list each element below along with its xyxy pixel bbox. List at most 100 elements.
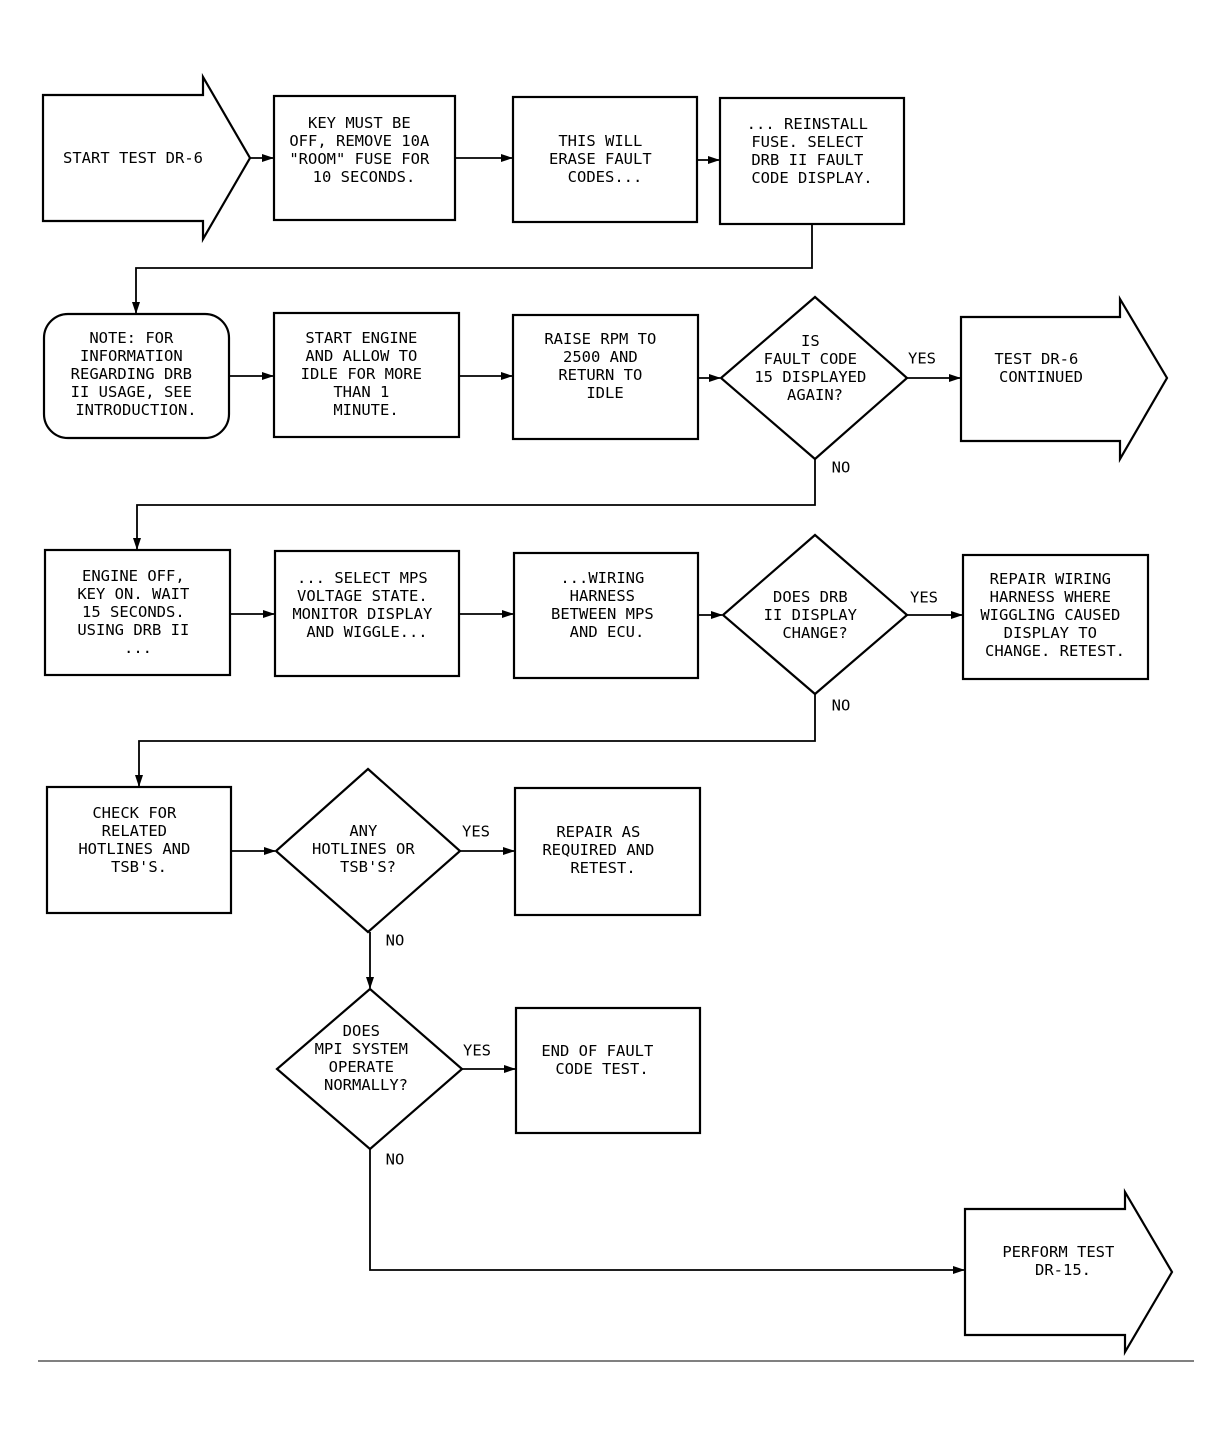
node-line: CODE DISPLAY.: [751, 169, 872, 187]
node-line: II DISPLAY: [764, 606, 858, 624]
node-line: RELATED: [102, 822, 167, 840]
node-line: PERFORM TEST: [1002, 1243, 1114, 1261]
node-line: CONTINUED: [999, 368, 1083, 386]
node-line: THIS WILL: [558, 132, 642, 150]
node-line: OFF, REMOVE 10A: [289, 132, 430, 150]
wiring-harness-box: ...WIRING HARNESS BETWEEN MPS AND ECU.: [512, 551, 700, 680]
svg-text:THIS WILL ERASE FAULT: THIS WILL ERASE FAULT CODES...: [549, 132, 661, 186]
node-line: TEST DR-6: [994, 350, 1078, 368]
node-line: ...WIRING: [560, 569, 644, 587]
node-line: USING DRB II: [77, 621, 189, 639]
svg-text:NOTE: FOR INFORMATION: NOTE: FOR INFORMATION REGARDING DRB II U…: [71, 329, 202, 419]
svg-text:TEST DR-6 CONTINUED: TEST DR-6 CONTINUED: [994, 350, 1087, 386]
svg-text:REPAIR WIRING HARNESS WH: REPAIR WIRING HARNESS WHERE WIGGLING CAU…: [980, 570, 1129, 660]
node-line: 10 SECONDS.: [313, 168, 416, 186]
node-line: NOTE: FOR: [89, 329, 174, 347]
svg-text:ANY HOTLINES OR TS: ANY HOTLINES OR TSB'S?: [312, 822, 424, 876]
hotlines-tsb-decision: ANY HOTLINES OR TSB'S?: [274, 767, 462, 934]
mpi-operate-normally-decision: DOES MPI SYSTEM OPERATE NORMALLY?: [275, 987, 464, 1151]
node-line: MPI SYSTEM: [315, 1040, 408, 1058]
node-line: NORMALLY?: [324, 1076, 408, 1094]
perform-test-dr15-node: PERFORM TEST DR-15.: [963, 1187, 1174, 1357]
yes-label: YES: [910, 589, 938, 607]
node-line: ENGINE OFF,: [82, 567, 185, 585]
arrow-reinstall-to-note: [132, 224, 813, 314]
svg-text:...WIRING HARNESS: ...WIRING HARNESS BETWEEN MPS AND ECU.: [551, 569, 663, 641]
node-line: HARNESS: [570, 587, 635, 605]
node-line: CODE TEST.: [555, 1060, 648, 1078]
node-line: HOTLINES OR: [312, 840, 415, 858]
yes-label: YES: [463, 1042, 491, 1060]
node-line: RAISE RPM TO: [544, 330, 656, 348]
svg-text:RAISE RPM TO 2500 AND: RAISE RPM TO 2500 AND RETURN TO IDLE: [544, 330, 665, 402]
erase-fault-codes-box: THIS WILL ERASE FAULT CODES...: [511, 95, 699, 224]
node-line: OPERATE: [329, 1058, 394, 1076]
node-line: HARNESS WHERE: [990, 588, 1111, 606]
no-label: NO: [832, 697, 851, 715]
node-line: INTRODUCTION.: [75, 401, 196, 419]
svg-text:DOES MPI SYSTEM OP: DOES MPI SYSTEM OPERATE NORMALLY?: [315, 1022, 418, 1094]
check-hotlines-box: CHECK FOR RELATED HOTLINES AND TSB'S.: [45, 785, 233, 915]
yes-label: YES: [462, 823, 490, 841]
node-line: TSB'S.: [111, 858, 167, 876]
node-line: IS: [801, 332, 820, 350]
node-line: "ROOM" FUSE FOR: [289, 150, 430, 168]
svg-text:PERFORM TEST DR-15.: PERFORM TEST DR-15.: [1002, 1243, 1123, 1279]
engine-off-key-on-box: ENGINE OFF, KEY ON. WAIT 15 SECONDS. USI…: [43, 548, 232, 677]
node-line: CHECK FOR: [92, 804, 177, 822]
fault-code-15-decision: IS FAULT CODE 15 DISPLAYED AGAIN?: [719, 295, 909, 461]
key-off-remove-fuse-box: KEY MUST BE OFF, REMOVE 10A "ROOM" FUSE …: [272, 94, 457, 222]
node-line: KEY ON. WAIT: [77, 585, 189, 603]
svg-text:CHECK FOR RELATED: CHECK FOR RELATED HOTLINES AND TSB'S.: [78, 804, 199, 876]
node-line: VOLTAGE STATE.: [297, 587, 428, 605]
raise-rpm-box: RAISE RPM TO 2500 AND RETURN TO IDLE: [511, 313, 700, 441]
node-line: AND ECU.: [570, 623, 645, 641]
no-label: NO: [386, 1151, 405, 1169]
node-line: END OF FAULT: [541, 1042, 653, 1060]
node-line: KEY MUST BE: [308, 114, 411, 132]
node-line: DR-15.: [1035, 1261, 1091, 1279]
svg-text:IS FAULT CODE 15 D: IS FAULT CODE 15 DISPLAYED AGAIN?: [754, 332, 875, 404]
arrow-fault15-no: [133, 459, 816, 550]
node-line: THAN 1: [333, 383, 389, 401]
node-line: 2500 AND: [563, 348, 638, 366]
svg-text:END OF FAULT CODE TEST.: END OF FAULT CODE TEST.: [541, 1042, 662, 1078]
node-line: MONITOR DISPLAY: [292, 605, 433, 623]
node-line: RETEST.: [570, 859, 635, 877]
svg-text:REPAIR AS REQUIRED AND: REPAIR AS REQUIRED AND RETEST.: [542, 823, 663, 877]
repair-as-required-box: REPAIR AS REQUIRED AND RETEST.: [513, 786, 702, 917]
svg-text:START TEST DR-6: START TEST DR-6: [63, 149, 203, 167]
node-line: AND ALLOW TO: [305, 347, 417, 365]
connectors: [132, 154, 965, 1274]
start-engine-box: START ENGINE AND ALLOW TO IDLE FOR MORE …: [272, 311, 461, 439]
node-line: AGAIN?: [787, 386, 843, 404]
note-drb-usage-box: NOTE: FOR INFORMATION REGARDING DRB II U…: [42, 312, 231, 440]
start-test-dr6-node: START TEST DR-6: [41, 72, 252, 244]
svg-text:KEY MUST BE OFF, REMOVE: KEY MUST BE OFF, REMOVE 10A "ROOM" FUSE …: [289, 114, 438, 186]
node-line: RETURN TO: [558, 366, 642, 384]
node-line: WIGGLING CAUSED: [980, 606, 1120, 624]
node-line: ...: [124, 639, 152, 657]
node-line: FUSE. SELECT: [751, 133, 863, 151]
node-line: MINUTE.: [333, 401, 398, 419]
node-line: DRB II FAULT: [751, 151, 863, 169]
svg-text:DOES DRB II DISPLAY: DOES DRB II DISPLAY CHANGE?: [764, 588, 867, 642]
node-line: CODES...: [568, 168, 643, 186]
node-line: TSB'S?: [340, 858, 396, 876]
svg-text:... SELECT MPS VOLTAGE S: ... SELECT MPS VOLTAGE STATE. MONITOR DI…: [292, 569, 441, 641]
arrow-drb-change-no: [135, 694, 816, 787]
node-line: BETWEEN MPS: [551, 605, 654, 623]
svg-text:START ENGINE AND ALLOW T: START ENGINE AND ALLOW TO IDLE FOR MORE …: [301, 329, 432, 419]
node-line: IDLE: [586, 384, 623, 402]
node-line: CHANGE?: [782, 624, 847, 642]
edge-labels: YES NO YES NO YES NO YES NO: [386, 350, 938, 1169]
node-line: CHANGE. RETEST.: [985, 642, 1125, 660]
svg-text:... REINSTALL FUSE. SELE: ... REINSTALL FUSE. SELECT DRB II FAULT …: [747, 115, 878, 187]
node-line: ANY: [349, 822, 378, 840]
reinstall-fuse-box: ... REINSTALL FUSE. SELECT DRB II FAULT …: [718, 96, 906, 226]
no-label: NO: [386, 932, 405, 950]
node-line: DOES: [343, 1022, 380, 1040]
node-line: INFORMATION: [80, 347, 183, 365]
svg-text:ENGINE OFF, KEY ON. WAIT: ENGINE OFF, KEY ON. WAIT 15 SECONDS. USI…: [77, 567, 198, 657]
